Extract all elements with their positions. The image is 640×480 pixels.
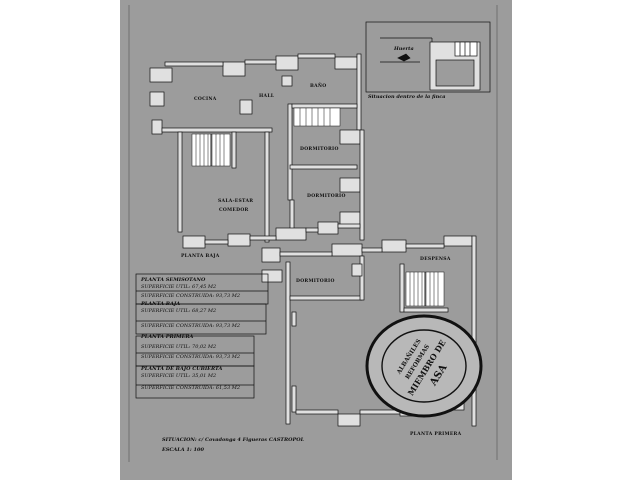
room-label-comedor: COMEDOR (219, 208, 249, 213)
area-block-primera: PLANTA PRIMERA SUPERFICIE UTIL: 70,02 M2… (141, 334, 240, 361)
area-construida-semisotano: SUPERFICIE CONSTRUIDA: 93,73 M2 (141, 293, 241, 299)
footer-escala: ESCALA 1: 100 (162, 447, 204, 453)
area-title-bajo-cubierta: PLANTA DE BAJO CUBIERTA (141, 366, 223, 372)
room-label-cocina: COCINA (194, 97, 217, 102)
area-title-semisotano: PLANTA SEMISOTANO (141, 277, 206, 283)
room-label-dormitorio-1: DORMITORIO (300, 147, 339, 152)
plan-label-planta-primera: PLANTA PRIMERA (410, 432, 462, 437)
plan-label-planta-baja: PLANTA BAJA (181, 254, 220, 259)
area-construida-primera: SUPERFICIE CONSTRUIDA: 93,73 M2 (141, 354, 241, 360)
room-label-sala-estar: SALA-ESTAR (218, 199, 254, 204)
area-construida-baja: SUPERFICIE CONSTRUIDA: 93,73 M2 (141, 323, 241, 329)
area-util-baja: SUPERFICIE UTIL: 68,27 M2 (141, 308, 217, 314)
room-label-hall: HALL (259, 94, 275, 99)
situacion-inset (365, 21, 491, 93)
stamp-seal: ALBAÑILES REFORMAS MIEMBRO DE ASA (365, 314, 483, 418)
room-label-bano: BAÑO (310, 84, 327, 89)
planta-baja-stairs (191, 107, 341, 167)
room-label-dormitorio-3: DORMITORIO (296, 279, 335, 284)
area-util-bajo-cubierta: SUPERFICIE UTIL: 35,01 M2 (141, 373, 217, 379)
area-block-semisotano: PLANTA SEMISOTANO SUPERFICIE UTIL: 67,45… (141, 277, 240, 300)
planta-primera-stairs (405, 271, 445, 307)
area-construida-bajo-cubierta: SUPERFICIE CONSTRUIDA: 61,53 M2 (141, 385, 241, 391)
area-util-primera: SUPERFICIE UTIL: 70,02 M2 (141, 344, 217, 350)
footer-situacion: SITUACION: c/ Covadonga 4 Figueras CASTR… (162, 437, 305, 443)
area-block-bajo-cubierta: PLANTA DE BAJO CUBIERTA SUPERFICIE UTIL:… (141, 366, 240, 392)
area-table-frame (135, 273, 269, 399)
area-title-baja: PLANTA BAJA (141, 301, 181, 307)
area-util-semisotano: SUPERFICIE UTIL: 67,45 M2 (141, 284, 217, 290)
inset-caption-situacion: Situacion dentro de la finca (368, 94, 446, 100)
area-title-primera: PLANTA PRIMERA (141, 334, 194, 340)
area-block-baja: PLANTA BAJA SUPERFICIE UTIL: 68,27 M2 SU… (141, 301, 240, 330)
planta-baja-plan (149, 53, 365, 249)
inset-label-huerta: Huerta (394, 46, 414, 52)
room-label-despensa: DESPENSA (420, 257, 451, 262)
room-label-dormitorio-2: DORMITORIO (307, 194, 346, 199)
